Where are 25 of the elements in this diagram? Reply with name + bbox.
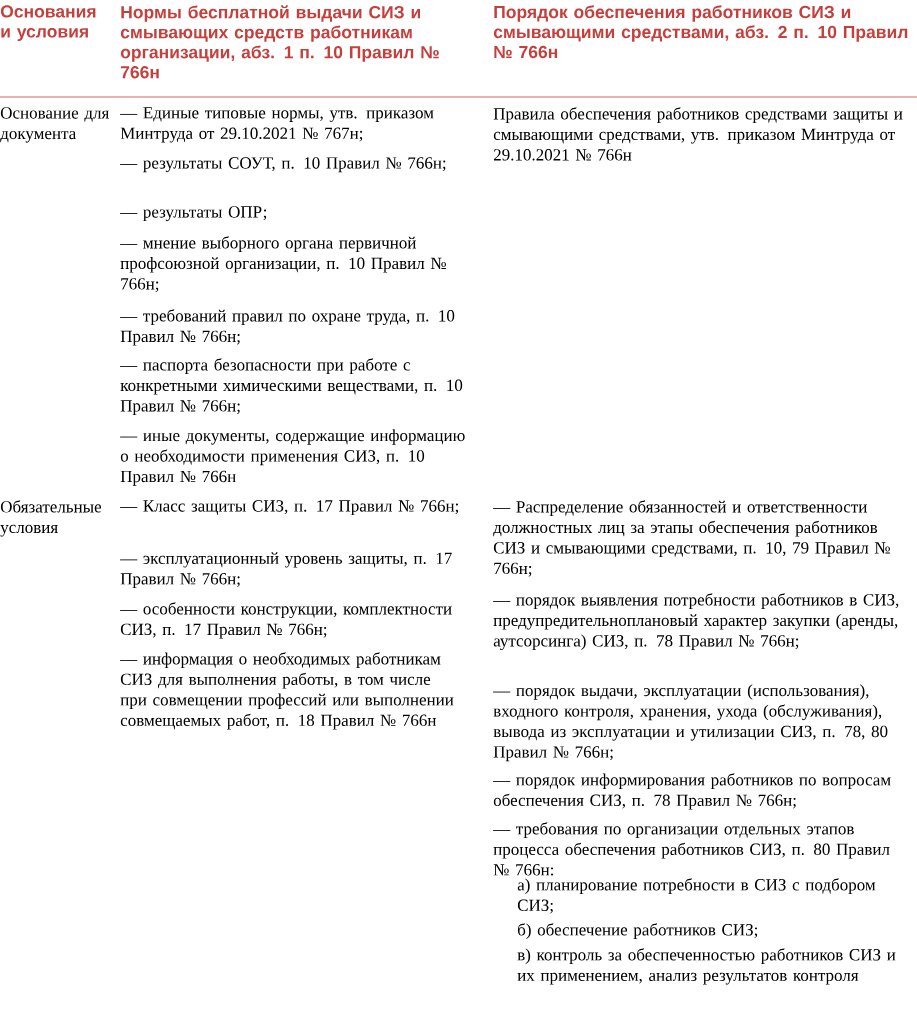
list-item: — эксплуатационный уровень защиты, п. 17 Правил № 766н; — [120, 552, 452, 588]
list-item: — информация о необходимых работникам СИЗ для выполнения работы, в том числе при совмещении профессий или выполнении совмещаемых работ, п. 18 Правил № 766н — [120, 652, 454, 730]
list-item: — Класс защиты СИЗ, п. 17 Правил № 766н; — [120, 500, 458, 516]
list-item: — порядок информирования работников по вопросам обеспечения СИЗ, п. 78 Правил № 766н; — [493, 773, 891, 810]
list-item: — Распределение обязанностей и ответственности должностных лиц за этапы обеспечения работников СИЗ и смывающими средствами, п. 10, 79 Правил № 766н; — [493, 500, 890, 577]
column-heading: Порядок обеспечения работников СИЗ и смывающими средствами, абз. 2 п. 10 Правил № 766н — [493, 5, 908, 59]
table-text: Правила обеспечения работников средствами защиты и смывающими средствами, утв. приказом Минтруда от 29.10.2021 № 766н — [493, 107, 903, 161]
list-item: — Единые типовые нормы, утв. приказом Минтруда от 29.10.2021 № 767н; — [120, 107, 434, 143]
table-text: б) обеспечение работников СИЗ; — [518, 923, 758, 939]
list-item: — порядок выдачи, эксплуатации (использования), входного контроля, хранения, ухода (обслуживания), вывода из эксплуатации и утилизации СИЗ, п. 78, 80 Правил № 766н; — [493, 684, 888, 762]
column-heading: Основания и условия — [0, 5, 96, 42]
row-heading: Основание для документа — [0, 107, 109, 143]
list-item: — особенности конструкции, комплектности СИЗ, п. 17 Правил № 766н; — [120, 602, 452, 639]
list-item: — результаты ОПР; — [120, 206, 267, 222]
list-item: — иные документы, содержащие информацию о необходимости применения СИЗ, п. 10 Правил № 766н — [120, 429, 465, 486]
list-item: — требований правил по охране труда, п. 10 Правил № 766н; — [120, 309, 455, 346]
list-item: — результаты СОУТ, п. 10 Правил № 766н; — [120, 157, 446, 173]
list-item: — паспорта безопасности при работе с конкретными химическими веществами, п. 10 Правил № 766н; — [120, 358, 463, 415]
list-item: — порядок выявления потребности работников в СИЗ, предупредительноплановый характер закупки (аренды, аутсорсинга) СИЗ, п. 78 Правил № 766н; — [493, 593, 899, 651]
list-item: — мнение выборного органа первичной профсоюзной организации, п. 10 Правил № 766н; — [120, 236, 446, 292]
list-item: — требования по организации отдельных этапов процесса обеспечения работников СИЗ, п. 80 Правил № 766н: — [493, 822, 890, 876]
table-text: в) контроль за обеспеченностью работников СИЗ и их применением, анализ результатов контроля — [517, 948, 896, 985]
table-text: а) планирование потребности в СИЗ с подбором СИЗ; — [517, 878, 876, 914]
column-heading: Нормы бесплатной выдачи СИЗ и смывающих средств работникам организации, абз. 1 п. 10 Правил № 766н — [120, 5, 439, 79]
row-heading: Обязательные условия — [0, 500, 102, 537]
